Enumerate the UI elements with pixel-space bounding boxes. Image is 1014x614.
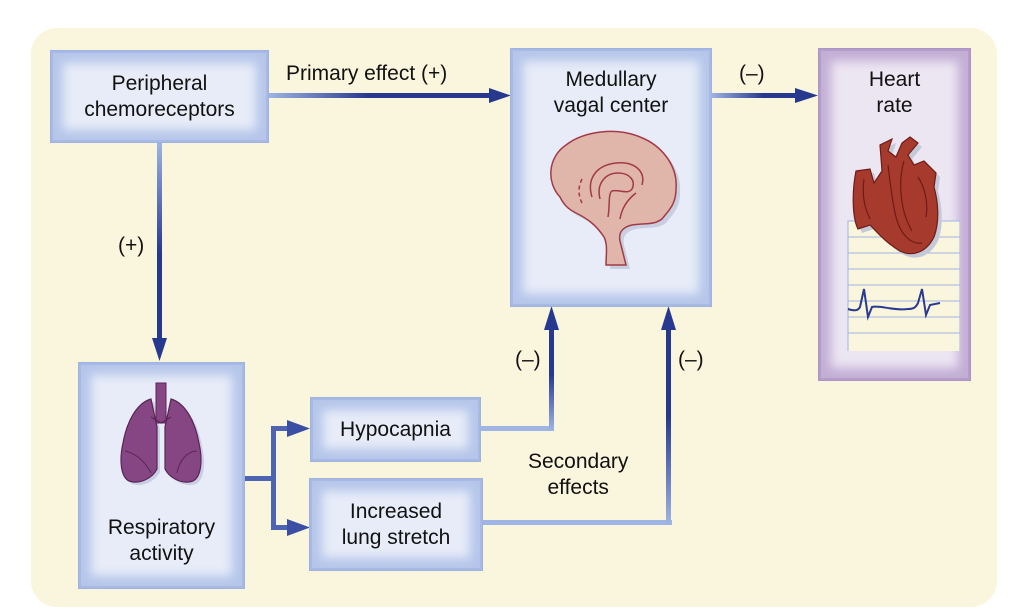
node-label: Increased lung stretch [341, 499, 451, 549]
edge-primary-effect [268, 88, 511, 103]
node-label: Heart rate [868, 68, 921, 117]
node-label: Hypocapnia [340, 417, 451, 441]
arrowhead-icon [287, 519, 310, 536]
heart-icon [852, 136, 942, 258]
arrowhead-icon [287, 420, 310, 437]
node-medullary-vagal-center: Medullary vagal center [510, 48, 712, 307]
node-label: Peripheral chemoreceptors [84, 71, 235, 121]
secondary-effects-label: Secondary effects [528, 450, 629, 499]
node-increased-lung-stretch: Increased lung stretch [309, 478, 483, 571]
node-hypocapnia: Hypocapnia [310, 397, 481, 462]
arrowhead-icon [795, 88, 818, 103]
edge-label-primary-effect: Primary effect (+) [286, 62, 448, 85]
arrowhead-icon [544, 306, 559, 330]
edge-label-lung-stretch: (–) [678, 348, 704, 371]
edge-label-hypocapnia: (–) [515, 348, 541, 371]
node-respiratory-activity: Respiratory activity [78, 362, 245, 589]
edge-lungstretch-to-medullary [482, 306, 676, 525]
node-label: Respiratory activity [107, 516, 216, 565]
node-heart-rate: Heart rate [818, 48, 971, 381]
arrowhead-icon [661, 306, 676, 330]
node-label: Medullary vagal center [553, 68, 669, 117]
lungs-icon [119, 382, 204, 486]
edge-label-peripheral-respiratory: (+) [118, 234, 145, 257]
edge-label-medullary-heart: (–) [739, 62, 765, 85]
edge-peripheral-to-respiratory [152, 142, 167, 361]
edge-hypocapnia-to-medullary [480, 306, 559, 431]
arrowhead-icon [489, 88, 511, 103]
edge-respiratory-branch [244, 420, 310, 536]
node-peripheral-chemoreceptors: Peripheral chemoreceptors [50, 50, 269, 143]
edge-medullary-to-heart [711, 88, 818, 103]
brain-icon [550, 130, 681, 269]
arrowhead-icon [152, 338, 167, 361]
